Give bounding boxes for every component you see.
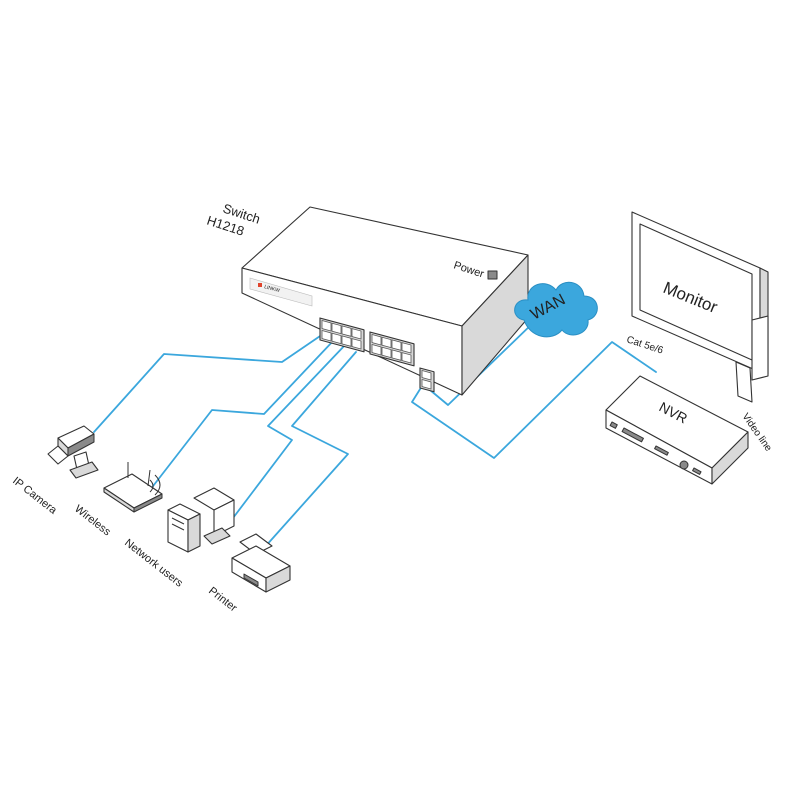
nvr-device: [605, 375, 749, 485]
device-label-printer: Printer: [206, 585, 239, 615]
switch-device: LINKW: [241, 206, 529, 396]
power-socket-icon: [487, 270, 498, 280]
wireless-cable: [149, 339, 335, 491]
wan-cable: [429, 321, 535, 406]
port-block-1: [319, 317, 365, 353]
cat-cable-label: Cat 5e/6: [625, 334, 665, 356]
port-block-2: [369, 331, 415, 367]
network-users-cable: [229, 343, 347, 523]
network-users-icon: [167, 487, 235, 553]
cables: [93, 279, 657, 549]
printer-cable: [263, 351, 357, 549]
ip-camera-icon: [47, 425, 99, 479]
wan-cloud: WAN: [514, 281, 598, 338]
brand-logo-icon: [258, 283, 262, 287]
printer-icon: [231, 533, 291, 593]
brand-label: LINKW: [263, 284, 280, 294]
device-label-wireless: Wireless: [72, 503, 113, 539]
cloud-icon: [514, 281, 598, 338]
device-label-ip-camera: IP Camera: [10, 475, 59, 517]
nvr-cable: [411, 341, 657, 459]
ip-camera-cable: [93, 331, 327, 433]
wireless-router-icon: [103, 462, 163, 513]
monitor-device: [631, 211, 769, 403]
nvr-knob-icon: [679, 460, 689, 470]
uplink-ports: [419, 367, 435, 393]
